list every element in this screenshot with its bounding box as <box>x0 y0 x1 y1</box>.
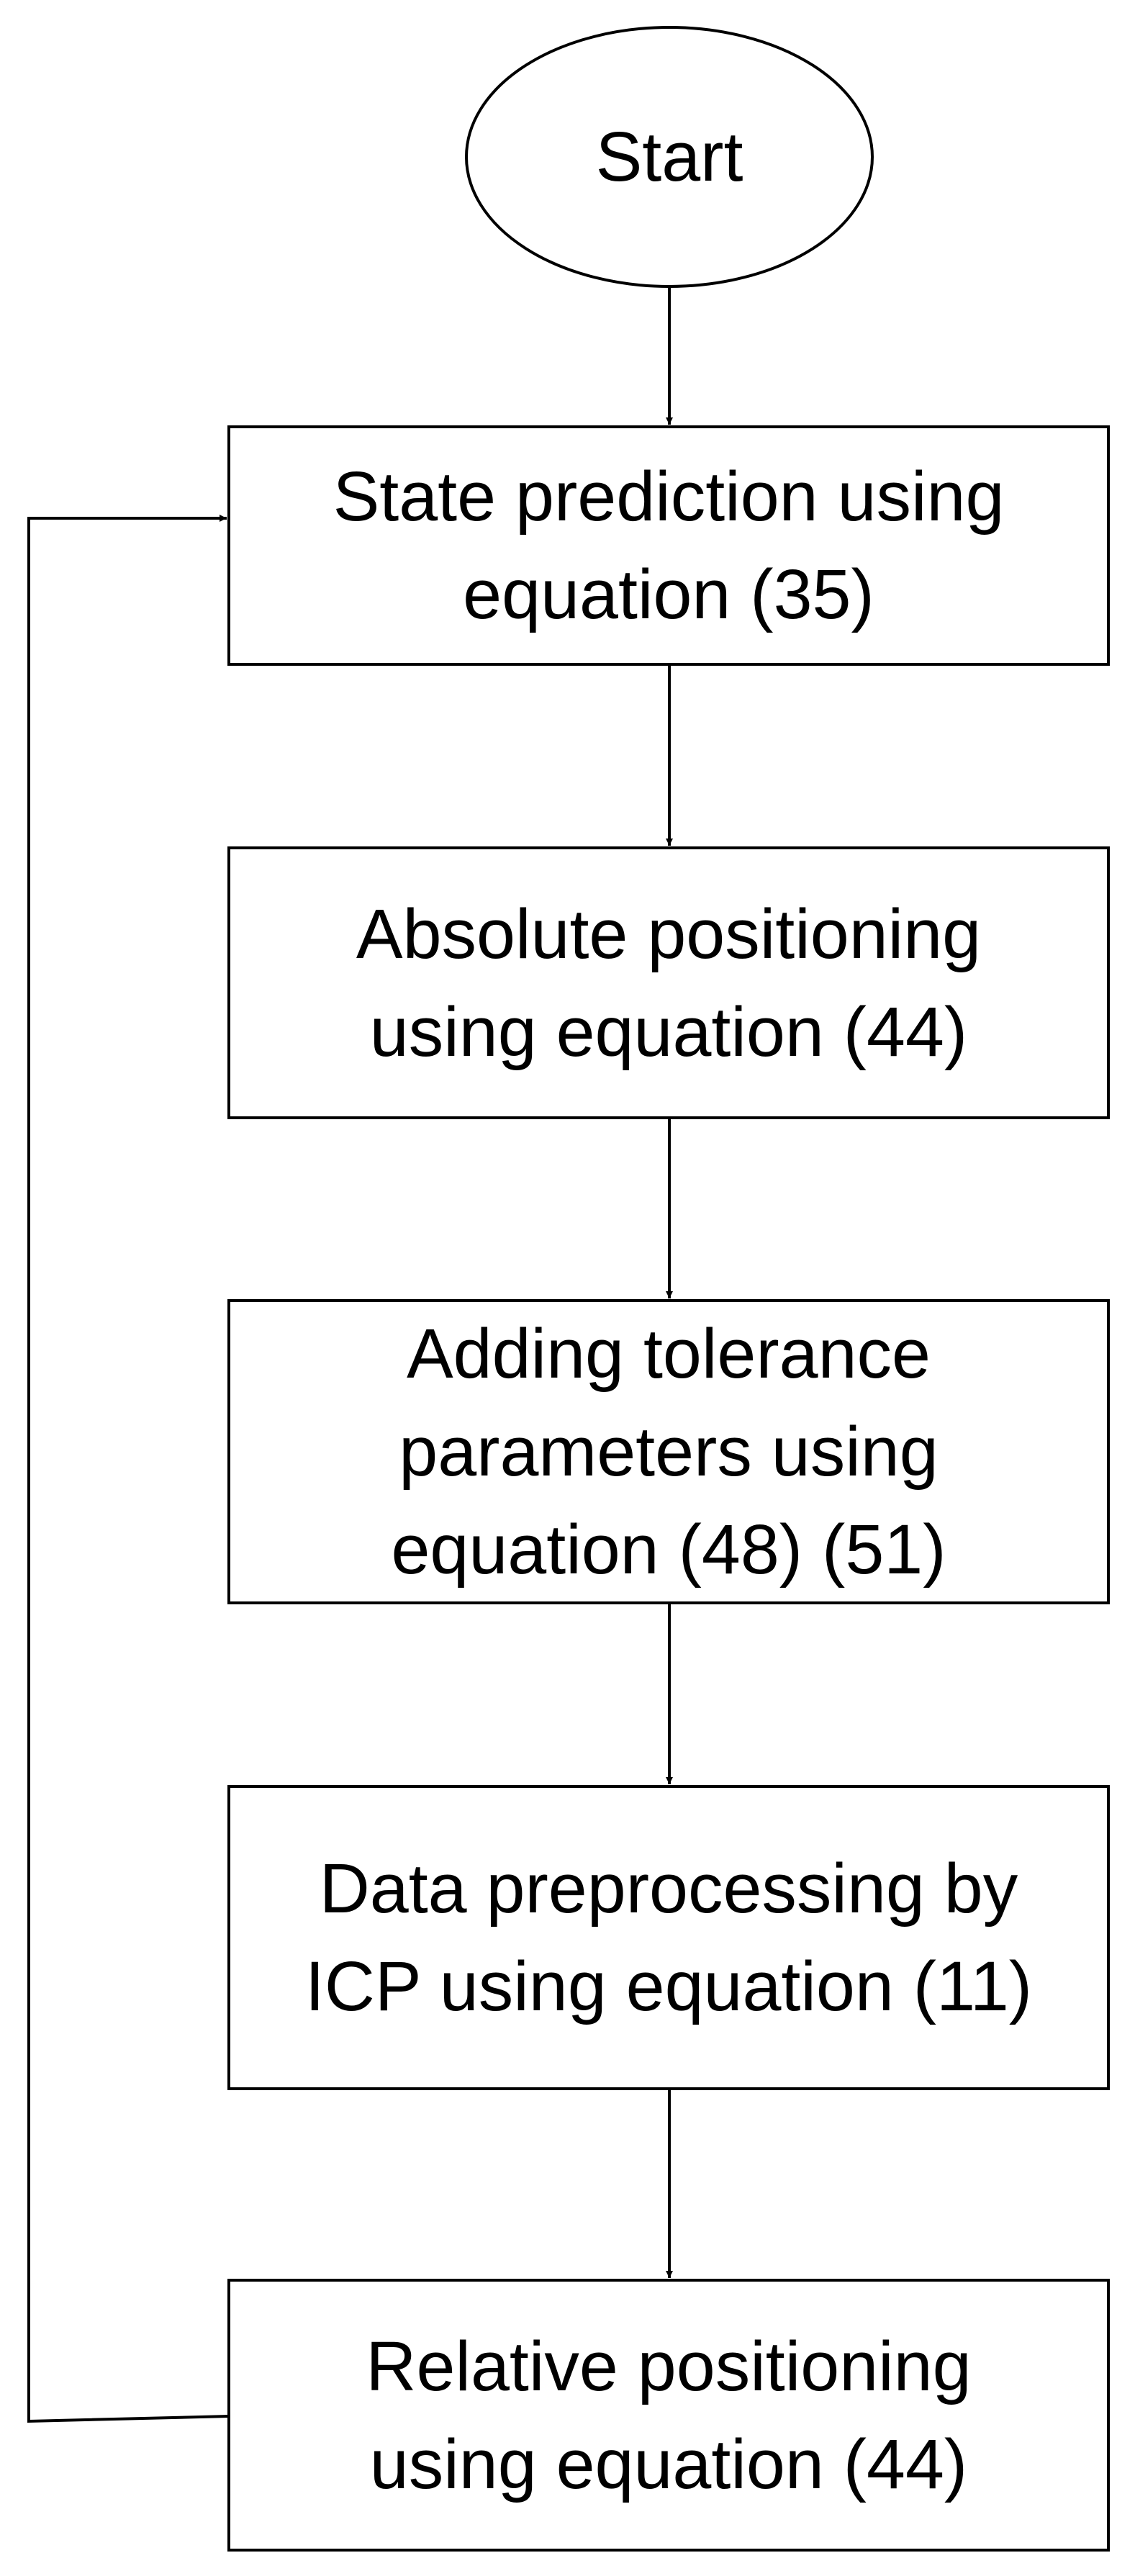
step-3-box <box>227 1299 1110 1604</box>
step-3-line-3: equation (48) (51) <box>391 1509 946 1588</box>
step-2-line-1: Absolute positioning <box>356 894 982 973</box>
step-5-box <box>227 2279 1110 2552</box>
start-label: Start <box>466 27 872 286</box>
step-1-box <box>227 425 1110 666</box>
step-1-line-2: equation (35) <box>463 555 874 633</box>
step-4-line-1: Data preprocessing by <box>319 1849 1018 1928</box>
step-3-line-1: Adding tolerance <box>406 1314 931 1393</box>
step-4-box <box>227 1785 1110 2090</box>
step-5-label: Relative positioning using equation (44) <box>229 2280 1108 2550</box>
step-2-label: Absolute positioning using equation (44) <box>229 848 1108 1118</box>
step-3-label: Adding tolerance parameters using equati… <box>229 1301 1108 1603</box>
step-3-line-2: parameters using <box>399 1412 939 1491</box>
step-2-line-2: using equation (44) <box>369 992 968 1071</box>
start-text: Start <box>595 117 743 196</box>
step-5-line-2: using equation (44) <box>369 2424 968 2503</box>
step-1-label: State prediction using equation (35) <box>229 427 1108 664</box>
arrow-loop-back <box>27 515 230 2423</box>
step-2-box <box>227 846 1110 1119</box>
step-1-line-1: State prediction using <box>333 457 1005 536</box>
step-5-line-1: Relative positioning <box>366 2326 972 2405</box>
step-4-label: Data preprocessing by ICP using equation… <box>229 1786 1108 2089</box>
step-4-line-2: ICP using equation (11) <box>304 1947 1033 2025</box>
